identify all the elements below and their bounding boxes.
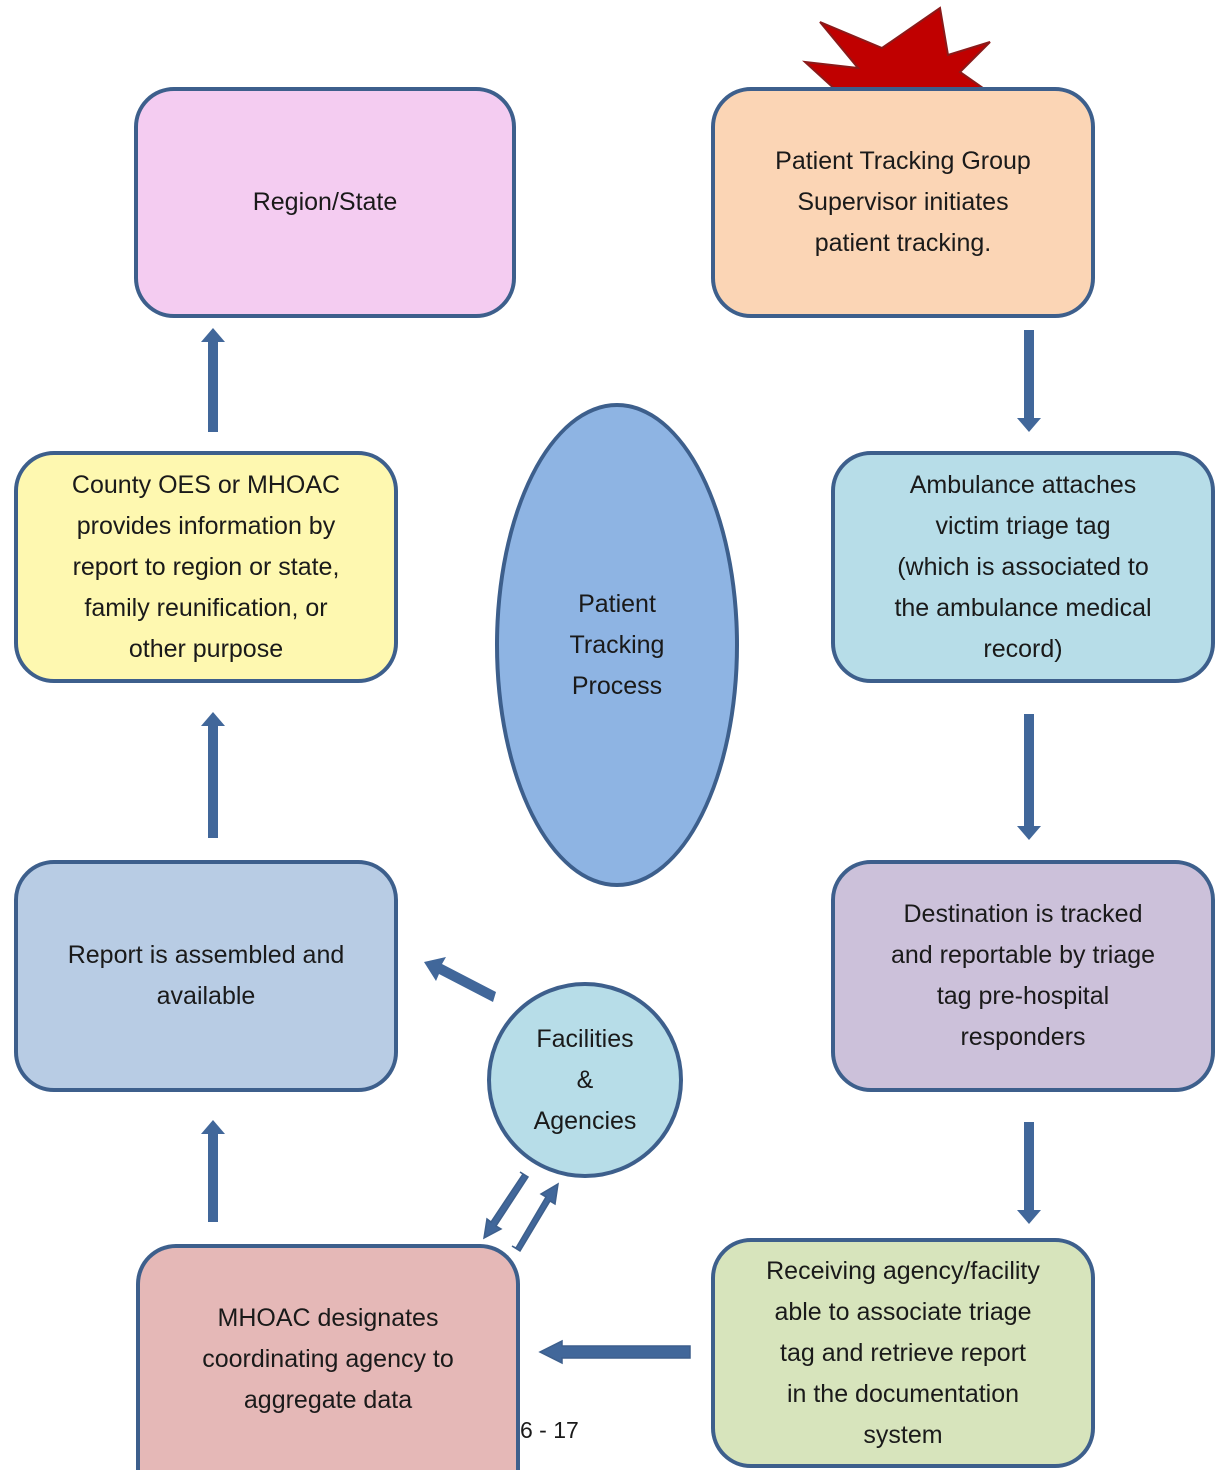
receiving-label: Receiving agency/facility able to associ… <box>766 1256 1040 1449</box>
region-state-box: Region/State <box>134 87 516 318</box>
report-label: Report is assembled and available <box>67 941 345 1010</box>
arrow-facilities-to-mhoac <box>483 1171 530 1240</box>
arrow-facilities-to-report <box>424 957 496 1002</box>
arrow-mhoac-to-facilities <box>511 1182 559 1253</box>
facilities-label: Facilities & Agencies <box>533 1024 637 1135</box>
facilities-agencies-circle: Facilities & Agencies <box>487 982 683 1178</box>
destination-box: Destination is tracked and reportable by… <box>831 860 1215 1092</box>
ambulance-label: Ambulance attaches victim triage tag (wh… <box>894 470 1152 663</box>
page-number: 6 - 17 <box>520 1417 579 1443</box>
arrow-receiving-to-mhoac <box>538 1339 691 1365</box>
arrow-report-to-county <box>201 712 225 838</box>
arrow-ambulance-to-destination <box>1017 714 1041 840</box>
mhoac-box: MHOAC designates coordinating agency to … <box>136 1244 520 1470</box>
mhoac-label: MHOAC designates coordinating agency to … <box>202 1303 454 1414</box>
destination-label: Destination is tracked and reportable by… <box>890 900 1156 1051</box>
center-label: Patient Tracking Process <box>569 589 665 700</box>
county-oes-box: County OES or MHOAC provides information… <box>14 451 398 683</box>
receiving-box: Receiving agency/facility able to associ… <box>711 1238 1095 1468</box>
supervisor-box: Patient Tracking Group Supervisor initia… <box>711 87 1095 318</box>
county-oes-label: County OES or MHOAC provides information… <box>71 470 341 663</box>
arrow-supervisor-to-ambulance <box>1017 330 1041 432</box>
arrow-destination-to-receiving <box>1017 1122 1041 1224</box>
ambulance-box: Ambulance attaches victim triage tag (wh… <box>831 451 1215 683</box>
arrow-mhoac-to-report <box>201 1120 225 1222</box>
patient-tracking-process-ellipse: Patient Tracking Process <box>495 403 739 887</box>
arrow-county-to-region <box>201 328 225 432</box>
report-box: Report is assembled and available <box>14 860 398 1092</box>
supervisor-label: Patient Tracking Group Supervisor initia… <box>775 147 1031 257</box>
region-state-label: Region/State <box>252 188 398 216</box>
